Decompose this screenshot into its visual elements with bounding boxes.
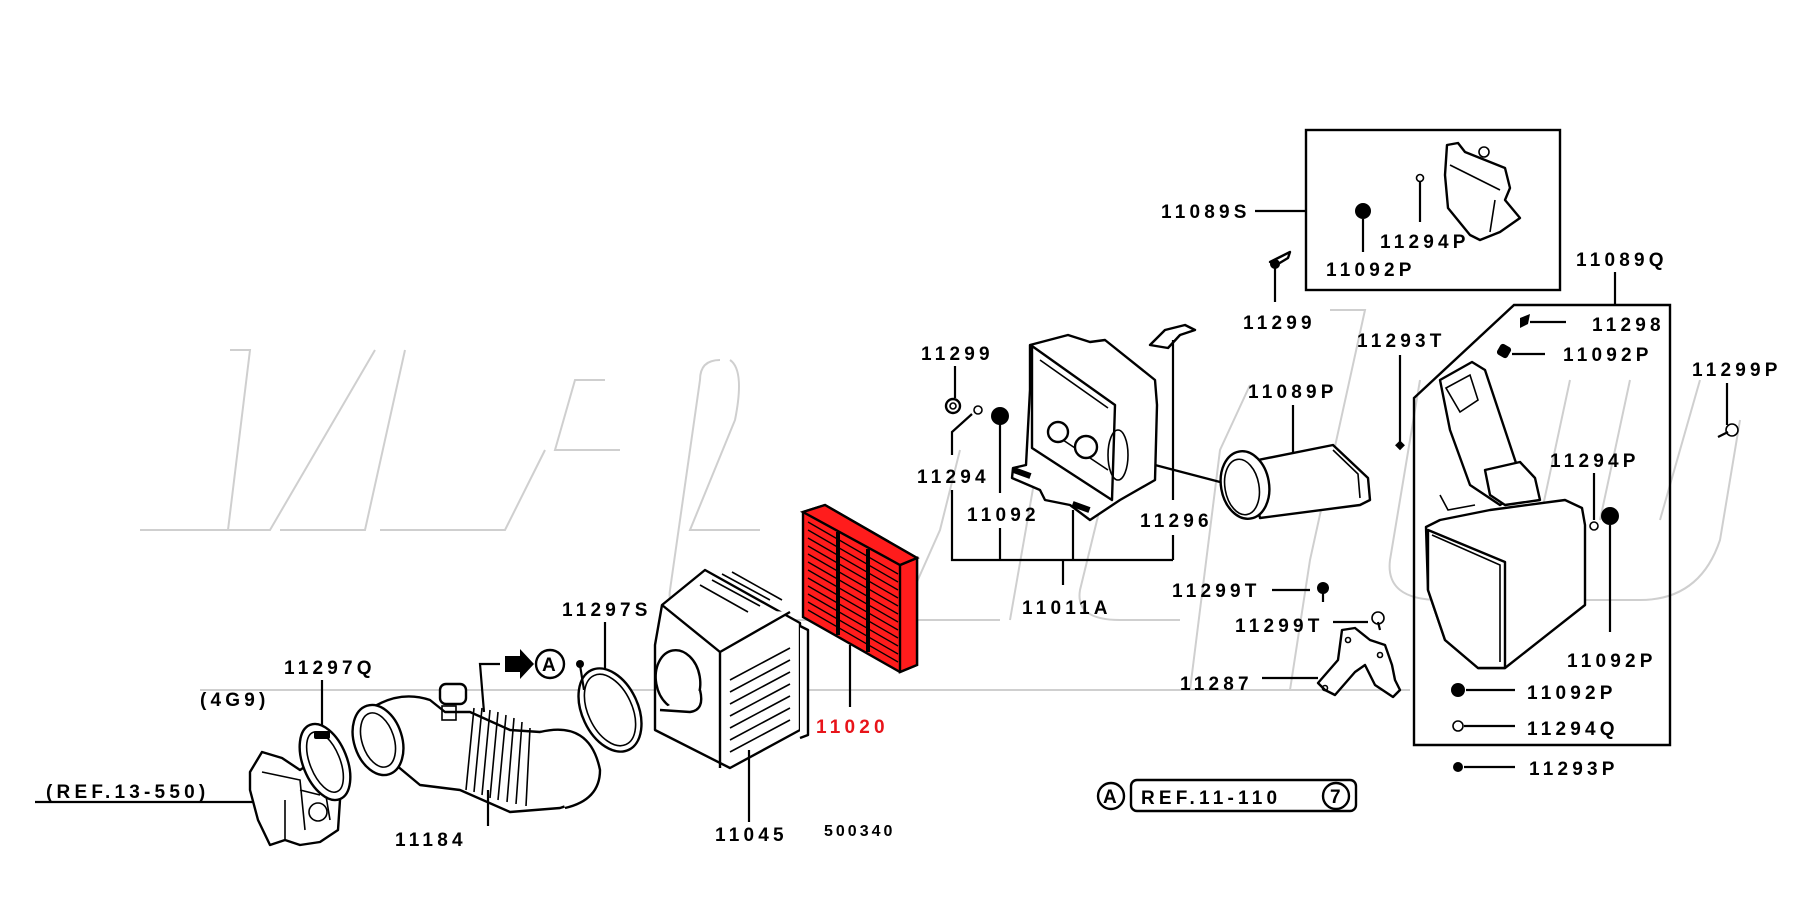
part-label-11299T-b[interactable]: 11299T xyxy=(1235,616,1324,637)
inset-box-11089S xyxy=(1304,128,1562,292)
part-label-11092P-inset[interactable]: 11092P xyxy=(1326,260,1416,281)
part-11089S[interactable]: 11089S 11294P 11092P xyxy=(1161,128,1562,292)
part-label-11092P-a[interactable]: 11092P xyxy=(1563,345,1653,366)
clamp-ring-icon xyxy=(298,722,352,802)
ref-box-text[interactable]: REF.11-110 xyxy=(1141,788,1281,809)
part-label-11184[interactable]: 11184 xyxy=(395,830,467,851)
part-11184[interactable]: 11184 A xyxy=(344,648,602,851)
ref-a-marker-letter: A xyxy=(542,655,556,676)
part-label-11299P[interactable]: 11299P xyxy=(1692,360,1782,381)
part-label-11294P-inset[interactable]: 11294P xyxy=(1380,232,1470,253)
bushing-icon xyxy=(1496,343,1512,359)
part-11089P[interactable]: 11089P xyxy=(1215,382,1372,523)
part-11294[interactable]: 11294 xyxy=(917,405,990,488)
ref-number-circle-icon xyxy=(1321,781,1351,811)
part-11299-left[interactable]: 11299 xyxy=(921,344,994,415)
part-label-11294Q[interactable]: 11294Q xyxy=(1527,719,1619,740)
collar-icon xyxy=(973,405,983,415)
ref-a-letter: A xyxy=(1103,787,1117,808)
part-label-11299T-a[interactable]: 11299T xyxy=(1172,581,1261,602)
part-11287[interactable]: 11287 xyxy=(1180,626,1402,699)
part-label-11296[interactable]: 11296 xyxy=(1140,511,1213,532)
part-label-11298[interactable]: 11298 xyxy=(1592,315,1665,336)
part-label-11011A[interactable]: 11011A xyxy=(1022,598,1112,619)
part-label-11293T[interactable]: 11293T xyxy=(1357,331,1446,352)
part-label-11092P-c[interactable]: 11092P xyxy=(1527,683,1617,704)
part-11293P[interactable]: 11293P xyxy=(1453,759,1619,780)
part-label-11299-top[interactable]: 11299 xyxy=(1243,313,1316,334)
part-label-11089Q[interactable]: 11089Q xyxy=(1576,250,1668,271)
part-11299T-a[interactable]: 11299T xyxy=(1172,581,1329,602)
clip-icon xyxy=(1395,440,1405,451)
part-11011A[interactable] xyxy=(1010,333,1159,522)
part-label-11287[interactable]: 11287 xyxy=(1180,674,1253,695)
part-label-11293P[interactable]: 11293P xyxy=(1529,759,1619,780)
part-label-11299[interactable]: 11299 xyxy=(921,344,994,365)
clip-icon xyxy=(1453,762,1463,772)
arrow-right-icon xyxy=(505,649,534,679)
bushing-icon xyxy=(991,407,1009,425)
ref-a-circle-icon xyxy=(1096,781,1126,811)
part-11299-top[interactable]: 11299 xyxy=(1243,250,1316,334)
collar-icon xyxy=(1415,173,1425,183)
part-label-11294P-b[interactable]: 11294P xyxy=(1550,451,1640,472)
part-11297S[interactable]: 11297S xyxy=(562,600,654,762)
part-11299P[interactable]: 11299P xyxy=(1692,360,1782,438)
assembly-box-11089Q xyxy=(1412,303,1672,747)
bushing-icon xyxy=(1355,203,1371,219)
bracket-icon xyxy=(1316,626,1402,699)
part-11297Q[interactable]: 11297Q xyxy=(284,658,376,807)
part-11293T[interactable]: 11293T xyxy=(1357,331,1446,451)
screw-icon xyxy=(1520,314,1530,328)
part-label-11297Q[interactable]: 11297Q xyxy=(284,658,376,679)
clamp-ring-icon xyxy=(577,667,643,753)
part-label-11092P-b[interactable]: 11092P xyxy=(1567,651,1657,672)
part-label-11092[interactable]: 11092 xyxy=(967,505,1040,526)
leader-line xyxy=(950,413,973,455)
part-label-11297S[interactable]: 11297S xyxy=(562,600,652,621)
screw-icon xyxy=(1725,423,1739,437)
engine-code-label: (4G9) xyxy=(200,690,270,711)
part-11299T-b[interactable]: 11299T xyxy=(1235,611,1385,637)
clip-icon xyxy=(1148,323,1197,350)
diagram-number: 500340 xyxy=(824,823,895,840)
collar-icon xyxy=(1589,521,1599,531)
part-11020-air-filter[interactable]: 11020 xyxy=(799,503,920,738)
part-label-11294[interactable]: 11294 xyxy=(917,467,990,488)
part-label-11045[interactable]: 11045 xyxy=(715,825,788,846)
ref-throttle-label[interactable]: (REF.13-550) xyxy=(46,782,209,803)
part-label-11089S[interactable]: 11089S xyxy=(1161,202,1251,223)
part-11092[interactable]: 11092 xyxy=(967,407,1040,526)
ref-box-number: 7 xyxy=(1330,787,1341,808)
leader-line xyxy=(478,662,500,713)
part-label-11020[interactable]: 11020 xyxy=(816,717,889,738)
grommet-icon xyxy=(944,397,962,415)
bushing-icon xyxy=(1451,683,1465,697)
collar-icon xyxy=(1452,720,1464,732)
part-11296[interactable]: 11296 xyxy=(1140,323,1244,560)
ref-box xyxy=(1129,778,1358,813)
screw-icon xyxy=(1317,582,1329,594)
ref-throttle-callout[interactable]: (REF.13-550) xyxy=(35,782,281,811)
bushing-icon xyxy=(1601,507,1619,525)
ref-a-marker-circle xyxy=(534,648,566,680)
ref-a-callout[interactable]: A REF.11-110 7 xyxy=(1096,778,1358,813)
assembly-bracket-11011A xyxy=(950,490,1173,585)
part-11089Q[interactable]: 11089Q 11298 11092P 11294P 11092P 11092P xyxy=(1412,250,1672,747)
part-label-11089P[interactable]: 11089P xyxy=(1248,382,1338,403)
part-11045[interactable]: 11045 xyxy=(651,568,810,846)
